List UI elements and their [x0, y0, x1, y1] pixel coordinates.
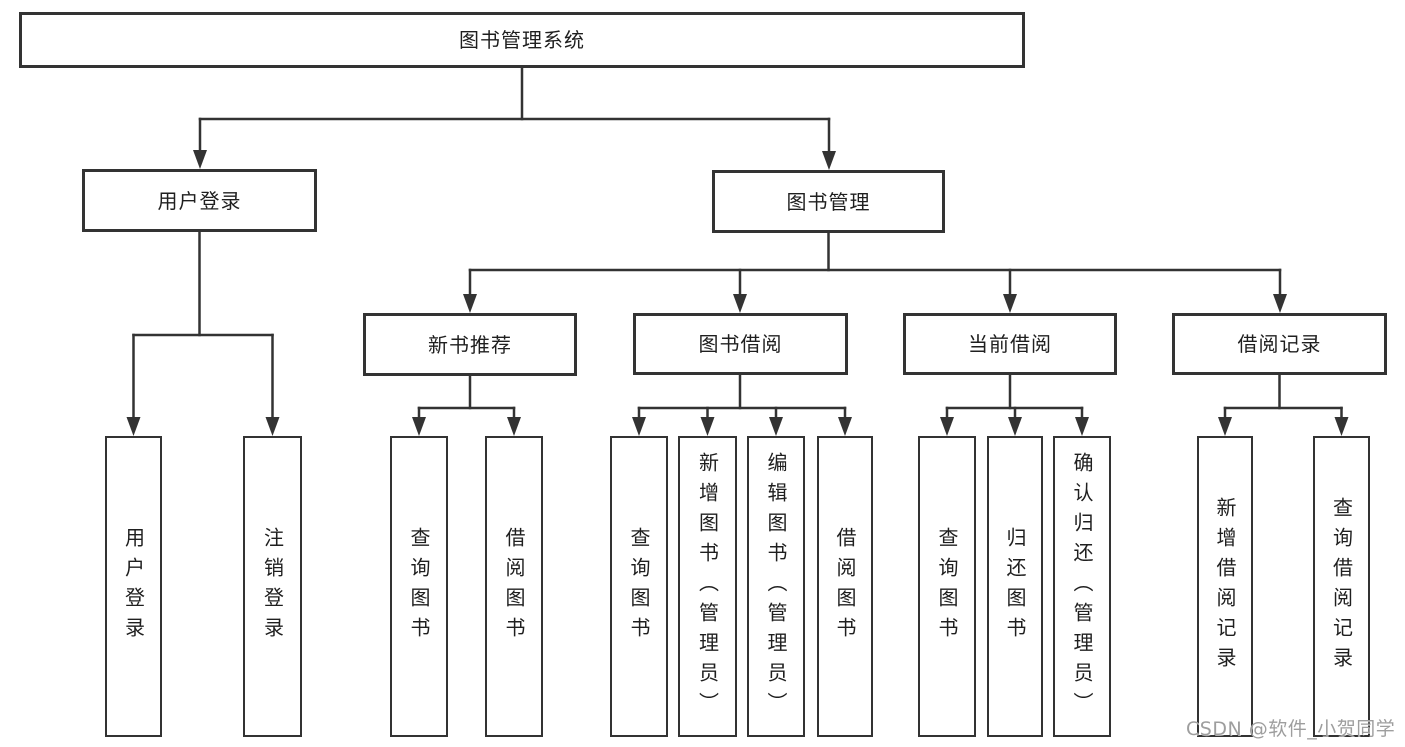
- leaf-logout: 注销登录: [243, 436, 302, 737]
- node-book-borrow: 图书借阅: [633, 313, 848, 375]
- node-root-system: 图书管理系统: [19, 12, 1025, 68]
- leaf-confirm-return-admin: 确认归还（管理员）: [1053, 436, 1111, 737]
- leaf-borrow-query-book: 查询图书: [610, 436, 668, 737]
- leaf-return-book: 归还图书: [987, 436, 1043, 737]
- csdn-watermark: CSDN @软件_小贺同学: [1186, 718, 1396, 740]
- leaf-edit-book-admin: 编辑图书（管理员）: [747, 436, 805, 737]
- node-book-management: 图书管理: [712, 170, 945, 233]
- leaf-query-borrow-record: 查询借阅记录: [1313, 436, 1370, 737]
- node-new-book-recommend: 新书推荐: [363, 313, 577, 376]
- leaf-add-book-admin: 新增图书（管理员）: [678, 436, 737, 737]
- leaf-recommend-query-book: 查询图书: [390, 436, 448, 737]
- leaf-borrow-book: 借阅图书: [817, 436, 873, 737]
- leaf-add-borrow-record: 新增借阅记录: [1197, 436, 1253, 737]
- leaf-recommend-borrow-book: 借阅图书: [485, 436, 543, 737]
- node-borrow-record: 借阅记录: [1172, 313, 1387, 375]
- node-current-borrow: 当前借阅: [903, 313, 1117, 375]
- leaf-current-query-book: 查询图书: [918, 436, 976, 737]
- node-user-login: 用户登录: [82, 169, 317, 232]
- leaf-user-login: 用户登录: [105, 436, 162, 737]
